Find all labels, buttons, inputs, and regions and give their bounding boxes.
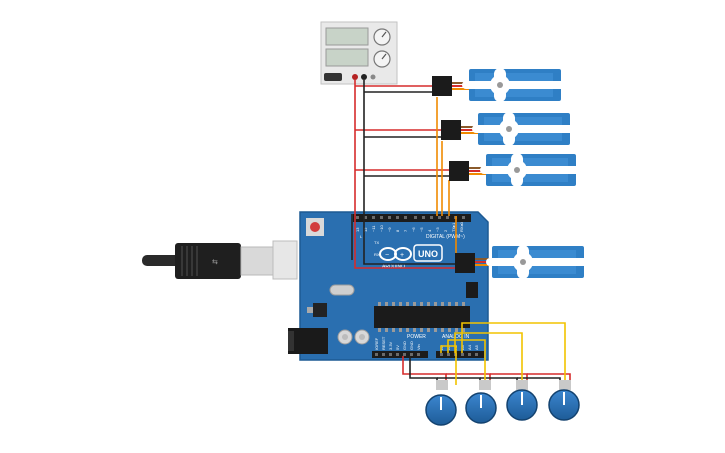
analog-header[interactable] [436, 351, 484, 358]
power-supply[interactable] [320, 21, 398, 85]
potentiometer-3[interactable] [506, 380, 538, 421]
digital-pin-label-5: 8 [395, 229, 400, 232]
usb-icon: ⇆ [212, 258, 218, 266]
servo-1[interactable] [432, 68, 570, 102]
arduino-logo: − + UNO ARDUINO [379, 244, 443, 270]
power-pin-label-1: RESET [381, 336, 386, 350]
servo-2[interactable] [441, 112, 578, 146]
digital-pin-label-0: 13 [355, 227, 360, 232]
svg-text:+: + [400, 252, 404, 259]
digital-pin-label-3: ~10 [379, 224, 384, 232]
digital-pin-label-6: 7 [403, 229, 408, 232]
power-pin-label-0: IOREF [374, 337, 379, 350]
servo-3[interactable] [449, 153, 584, 187]
digital-pin-label-9: 4 [427, 229, 432, 232]
digital-pin-label-11: 2 [443, 229, 448, 232]
l-label: L [360, 234, 363, 239]
psu-terminal-pos[interactable] [352, 74, 358, 80]
usb-cable[interactable]: ⇆ [142, 240, 298, 280]
analog-pin-label-5: A5 [474, 344, 479, 350]
digital-pin-label-8: ~5 [419, 227, 424, 232]
dc-jack[interactable] [288, 328, 328, 354]
digital-pin-label-12: TX▸1 [451, 222, 456, 232]
psu-terminal-neg[interactable] [361, 74, 367, 80]
logo-text: UNO [418, 249, 438, 259]
potentiometer-1[interactable] [425, 380, 457, 426]
potentiometer-2[interactable] [465, 380, 497, 424]
tx-label: TX [374, 240, 379, 245]
servo-4[interactable] [455, 245, 592, 279]
power-pin-label-6: Vin [416, 344, 421, 350]
analog-label: ANALOG IN [442, 334, 470, 340]
analog-pin-label-4: A4 [467, 344, 472, 350]
rx-label: RX [374, 252, 380, 257]
digital-pin-label-10: ~3 [435, 227, 440, 232]
digital-pin-label-2: ~11 [371, 225, 376, 232]
digital-header[interactable] [353, 214, 471, 222]
psu-display-voltage [325, 27, 369, 46]
atmega-chip [374, 306, 470, 328]
digital-label: DIGITAL (PWM~) [426, 234, 465, 240]
brand-text: ARDUINO [382, 264, 405, 270]
power-pin-label-3: 5V [395, 345, 400, 350]
power-pin-label-2: 3.3V [388, 341, 393, 350]
servo-wiring [351, 80, 462, 269]
power-pin-label-5: GND [409, 341, 414, 350]
potentiometer-4[interactable] [548, 380, 580, 421]
svg-text:−: − [385, 252, 389, 259]
power-label: POWER [407, 334, 426, 340]
power-button[interactable] [324, 73, 342, 81]
power-header[interactable] [372, 351, 428, 358]
psu-display-current [325, 48, 369, 67]
potentiometer-wiring [402, 322, 571, 385]
digital-pin-label-4: ~9 [387, 227, 392, 232]
digital-pin-label-7: ~6 [411, 227, 416, 232]
digital-pin-label-13: RX◂0 [459, 221, 464, 232]
power-pin-label-4: GND [402, 341, 407, 350]
digital-pin-label-1: 12 [363, 227, 368, 232]
